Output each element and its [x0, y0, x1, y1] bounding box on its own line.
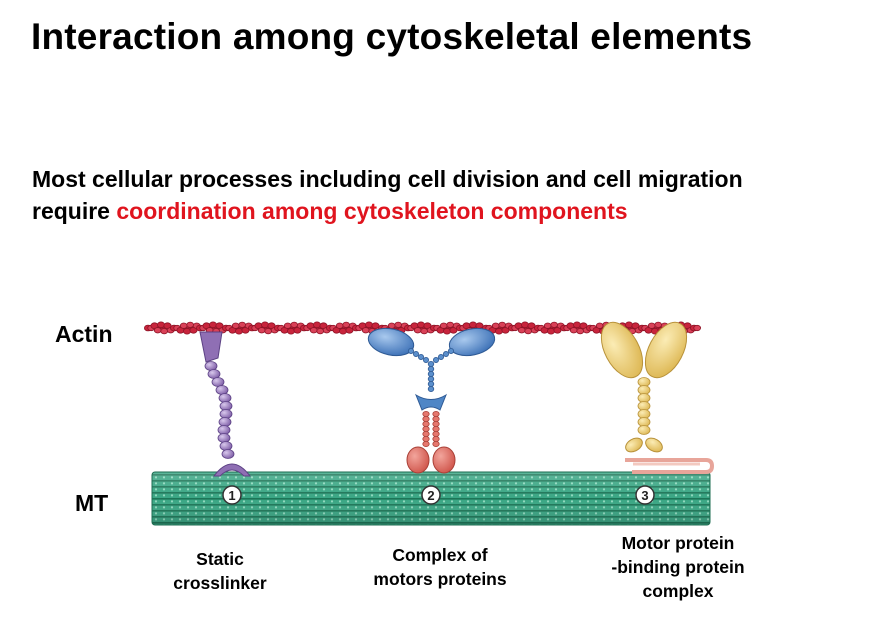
caption-static-crosslinker: Static crosslinker — [160, 547, 280, 595]
caption-2-line-2: motors proteins — [373, 569, 507, 589]
mt-label: MT — [75, 490, 109, 516]
motor-binding-protein-icon — [600, 321, 715, 474]
slide-title: Interaction among cytoskeletal elements — [31, 16, 753, 57]
crosslinker-protein-icon — [199, 331, 252, 477]
caption-1-line-1: Static — [196, 549, 244, 569]
slide-subtitle: Most cellular processes including cell d… — [32, 163, 743, 227]
caption-3-line-3: complex — [642, 581, 714, 601]
subtitle-line-2-prefix: require — [32, 198, 117, 224]
marker-2-number: 2 — [427, 488, 434, 503]
marker-2: 2 — [421, 485, 441, 505]
marker-1-number: 1 — [228, 488, 235, 503]
caption-1-line-2: crosslinker — [173, 573, 267, 593]
marker-1: 1 — [222, 485, 242, 505]
caption-motor-complex: Complex of motors proteins — [350, 543, 530, 591]
caption-3-line-2: -binding protein — [611, 557, 745, 577]
motor-complex-icon — [367, 327, 496, 474]
caption-3-line-1: Motor protein — [621, 533, 735, 553]
caption-motor-binding-complex: Motor protein -binding protein complex — [588, 531, 768, 603]
marker-3-number: 3 — [641, 488, 648, 503]
actin-label: Actin — [55, 321, 113, 347]
marker-3: 3 — [635, 485, 655, 505]
subtitle-highlight: coordination among cytoskeleton componen… — [116, 198, 628, 224]
subtitle-line-1: Most cellular processes including cell d… — [32, 166, 743, 192]
caption-2-line-1: Complex of — [392, 545, 488, 565]
